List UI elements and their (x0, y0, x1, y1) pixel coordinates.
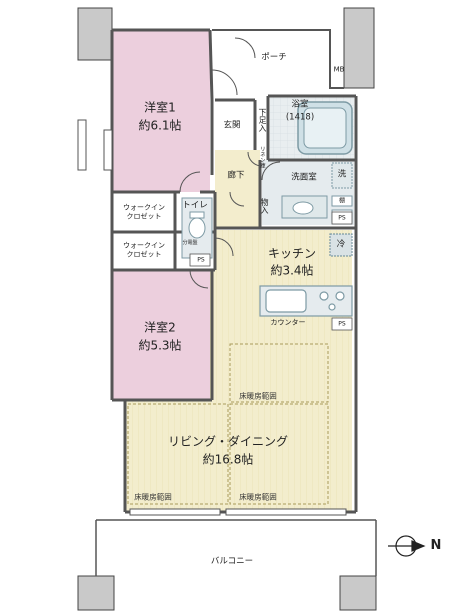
bedroom1-name: 洋室1 (144, 100, 176, 115)
hallway-floor (215, 150, 260, 228)
bedroom2-name: 洋室2 (144, 320, 176, 335)
floor-heating-label-3: 床暖房範囲 (239, 492, 277, 502)
ps-label-kitchen: PS (338, 320, 346, 328)
porch-label: ポーチ (261, 52, 287, 63)
north-arrow-icon (388, 535, 426, 557)
washer-label: 洗 (337, 169, 347, 180)
toilet-fixture (181, 197, 213, 259)
bedroom1-size: 約6.1帖 (138, 118, 182, 133)
mb-label: MB (333, 65, 345, 74)
kitchen-size: 約3.4帖 (270, 263, 314, 278)
ps-boxes (189, 211, 353, 331)
balcony-label: バルコニー (210, 556, 254, 567)
bath-label: 浴室 (291, 99, 309, 110)
storage-label: 物入 (260, 198, 269, 214)
fridge-label: 冷 (336, 239, 346, 250)
floor-heating-label-2: 床暖房範囲 (134, 492, 172, 502)
floor-heating-label-1: 床暖房範囲 (239, 391, 277, 401)
living-size: 約16.8帖 (202, 452, 254, 467)
walkin-closet2-label: ウォークイン クロゼット (123, 241, 165, 258)
floor-heating-zones (127, 343, 329, 505)
panel-label: 分電盤 (182, 239, 198, 246)
walkin-closet1-label: ウォークイン クロゼット (123, 203, 165, 220)
living-name: リビング・ダイニング (167, 434, 289, 449)
toilet-label: トイレ (182, 200, 208, 211)
washroom-label: 洗面室 (291, 172, 317, 183)
balcony (95, 519, 377, 576)
hallway-label: 廊下 (227, 170, 245, 181)
ps-label-washroom: PS (338, 214, 346, 222)
shoe-closet-label: 下足入 (258, 108, 267, 132)
kitchen-counter (259, 233, 353, 317)
bathtub (297, 101, 353, 155)
bedroom2-floor (112, 270, 210, 400)
ps-label-toilet: PS (197, 256, 205, 264)
linen-label: リネン庫 (258, 146, 265, 168)
doors (179, 37, 281, 289)
bedroom2-size: 約5.3帖 (138, 338, 182, 353)
north-label: N (430, 537, 442, 553)
windows (77, 119, 347, 516)
bedroom1-floor (112, 30, 210, 192)
kitchen-name: キッチン (267, 246, 317, 261)
counter-label: カウンター (270, 318, 306, 327)
shelf-label: 棚 (338, 197, 346, 205)
bath-size: (1418) (285, 112, 315, 123)
entrance-label: 玄関 (223, 120, 241, 131)
entrance-floor (215, 100, 255, 150)
